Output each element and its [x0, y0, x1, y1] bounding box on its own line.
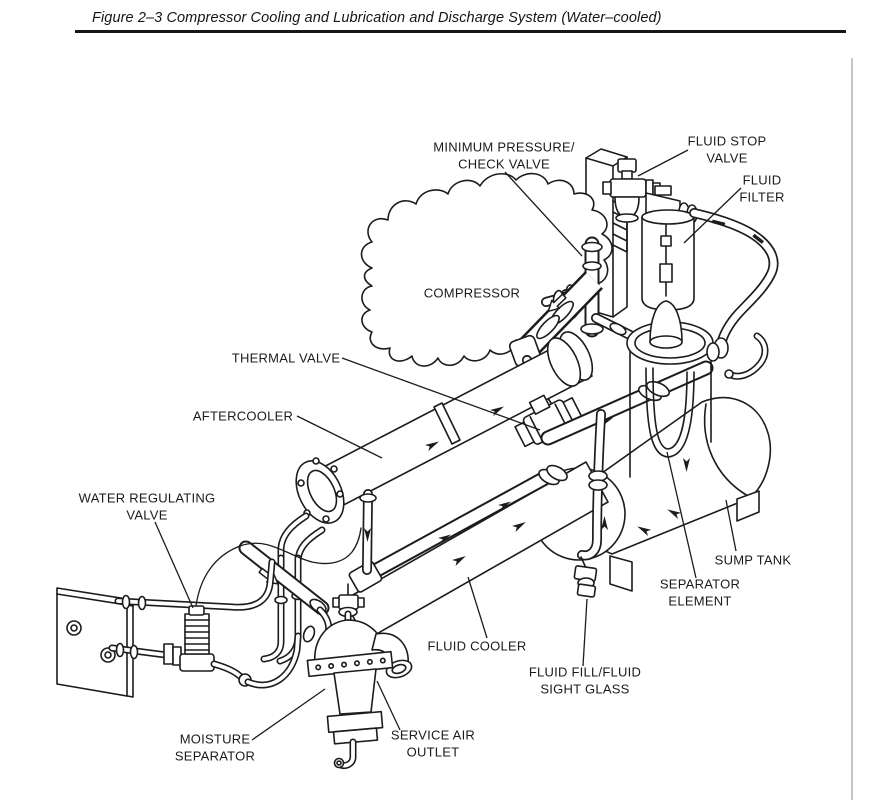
aftercooler-drop-pipe	[359, 489, 377, 575]
leader-fluid-fill-fluid-sight-glass	[582, 598, 588, 667]
label-service-air-outlet: SERVICE AIR OUTLET	[390, 727, 476, 759]
label-fluid-stop-valve: FLUID STOP VALVE	[687, 133, 767, 165]
leader-moisture-separator	[251, 688, 326, 741]
sump-return-pipe	[577, 409, 608, 561]
label-sump-tank: SUMP TANK	[714, 552, 792, 568]
leader-separator-element	[666, 451, 697, 579]
leader-lines	[154, 149, 742, 741]
filter-discharge-pipe	[689, 208, 779, 349]
label-fluid-filter: FLUID FILTER	[739, 172, 785, 204]
leader-minimum-pressure-check-valve	[504, 171, 583, 257]
min-pressure-valve-bell	[649, 300, 683, 343]
transfer-pipe	[348, 464, 568, 593]
water-regulating-valve-part	[163, 605, 302, 689]
leader-aftercooler	[296, 415, 383, 459]
wall-bracket	[56, 587, 134, 698]
label-fluid-fill-fluid-sight-glass: FLUID FILL/FLUID SIGHT GLASS	[528, 664, 642, 696]
label-minimum-pressure-check-valve: MINIMUM PRESSURE/ CHECK VALVE	[433, 139, 575, 171]
label-separator-element: SEPARATOR ELEMENT	[659, 576, 741, 608]
capillary-tube	[195, 527, 362, 607]
thermal-valve-part	[514, 394, 583, 448]
service-line-pipe	[238, 540, 333, 638]
label-aftercooler: AFTERCOOLER	[192, 408, 294, 424]
title-rule	[75, 30, 846, 33]
moisture-separator-part	[302, 583, 413, 769]
label-compressor: COMPRESSOR	[423, 285, 521, 301]
fluid-filter-part	[641, 185, 698, 311]
page-edge-line	[851, 58, 853, 800]
leader-water-regulating-valve	[154, 521, 194, 609]
leader-sump-tank	[725, 499, 737, 552]
figure-title: Figure 2–3 Compressor Cooling and Lubric…	[92, 10, 662, 26]
water-pipes	[108, 558, 276, 660]
label-thermal-valve: THERMAL VALVE	[231, 350, 341, 366]
leader-service-air-outlet	[376, 680, 401, 731]
label-water-regulating-valve: WATER REGULATING VALVE	[78, 490, 216, 522]
leader-thermal-valve	[341, 357, 541, 431]
label-moisture-separator: MOISTURE SEPARATOR	[174, 731, 256, 763]
aftercooler-part	[295, 331, 594, 524]
fluid-fill-sight-glass-part	[573, 556, 598, 598]
leader-fluid-filter	[683, 187, 742, 244]
leader-fluid-cooler	[467, 576, 488, 639]
label-fluid-cooler: FLUID COOLER	[427, 638, 527, 654]
leader-fluid-stop-valve	[637, 149, 689, 177]
separator-tank	[626, 300, 769, 478]
